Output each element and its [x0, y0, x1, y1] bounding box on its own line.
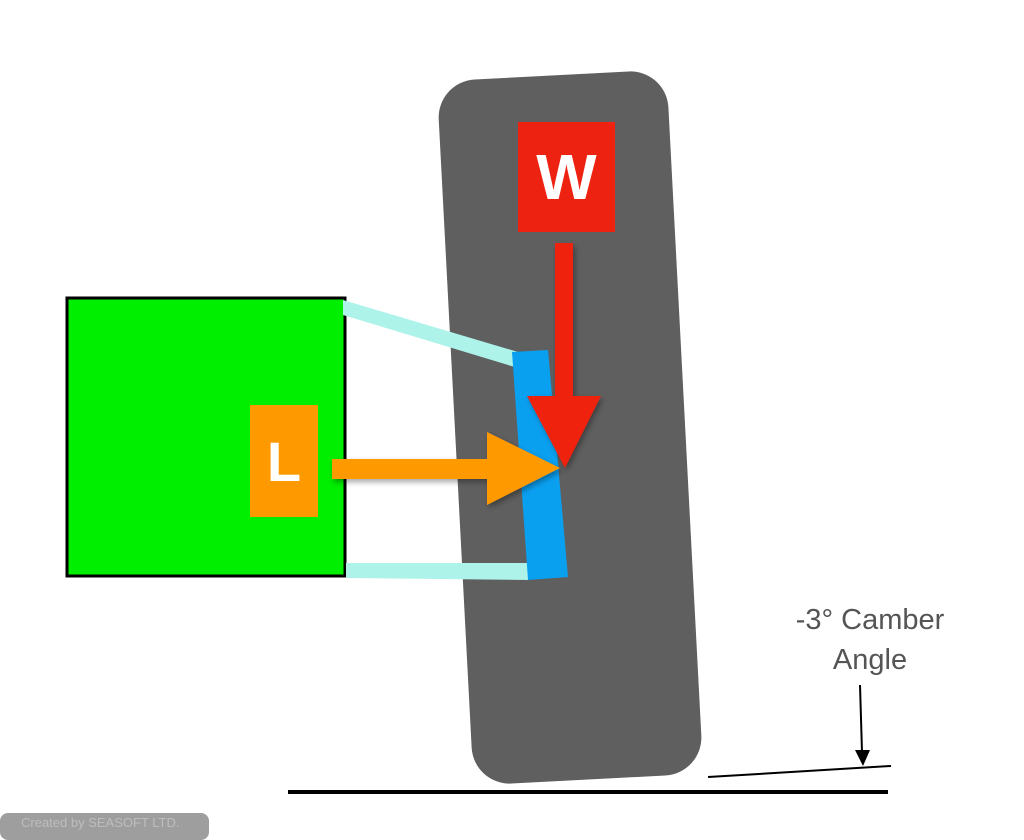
lateral-label-box — [250, 405, 318, 517]
lower-link — [346, 563, 528, 580]
weight-arrow — [527, 243, 601, 468]
weight-label-box — [518, 122, 615, 232]
lateral-label: L — [266, 429, 302, 493]
upper-link — [343, 300, 518, 368]
lateral-force-arrow — [332, 432, 560, 505]
weight-label: W — [536, 141, 597, 213]
camber-pointer-arrow — [855, 684, 870, 766]
camber-label-line2: Angle — [832, 644, 908, 676]
camber-label-line1: -3° Camber — [795, 604, 945, 636]
camber-angle-label: -3° Camber Angle — [760, 600, 980, 680]
credit-badge: Created by SEASOFT LTD. — [0, 813, 209, 840]
camber-reference-line — [707, 765, 892, 778]
